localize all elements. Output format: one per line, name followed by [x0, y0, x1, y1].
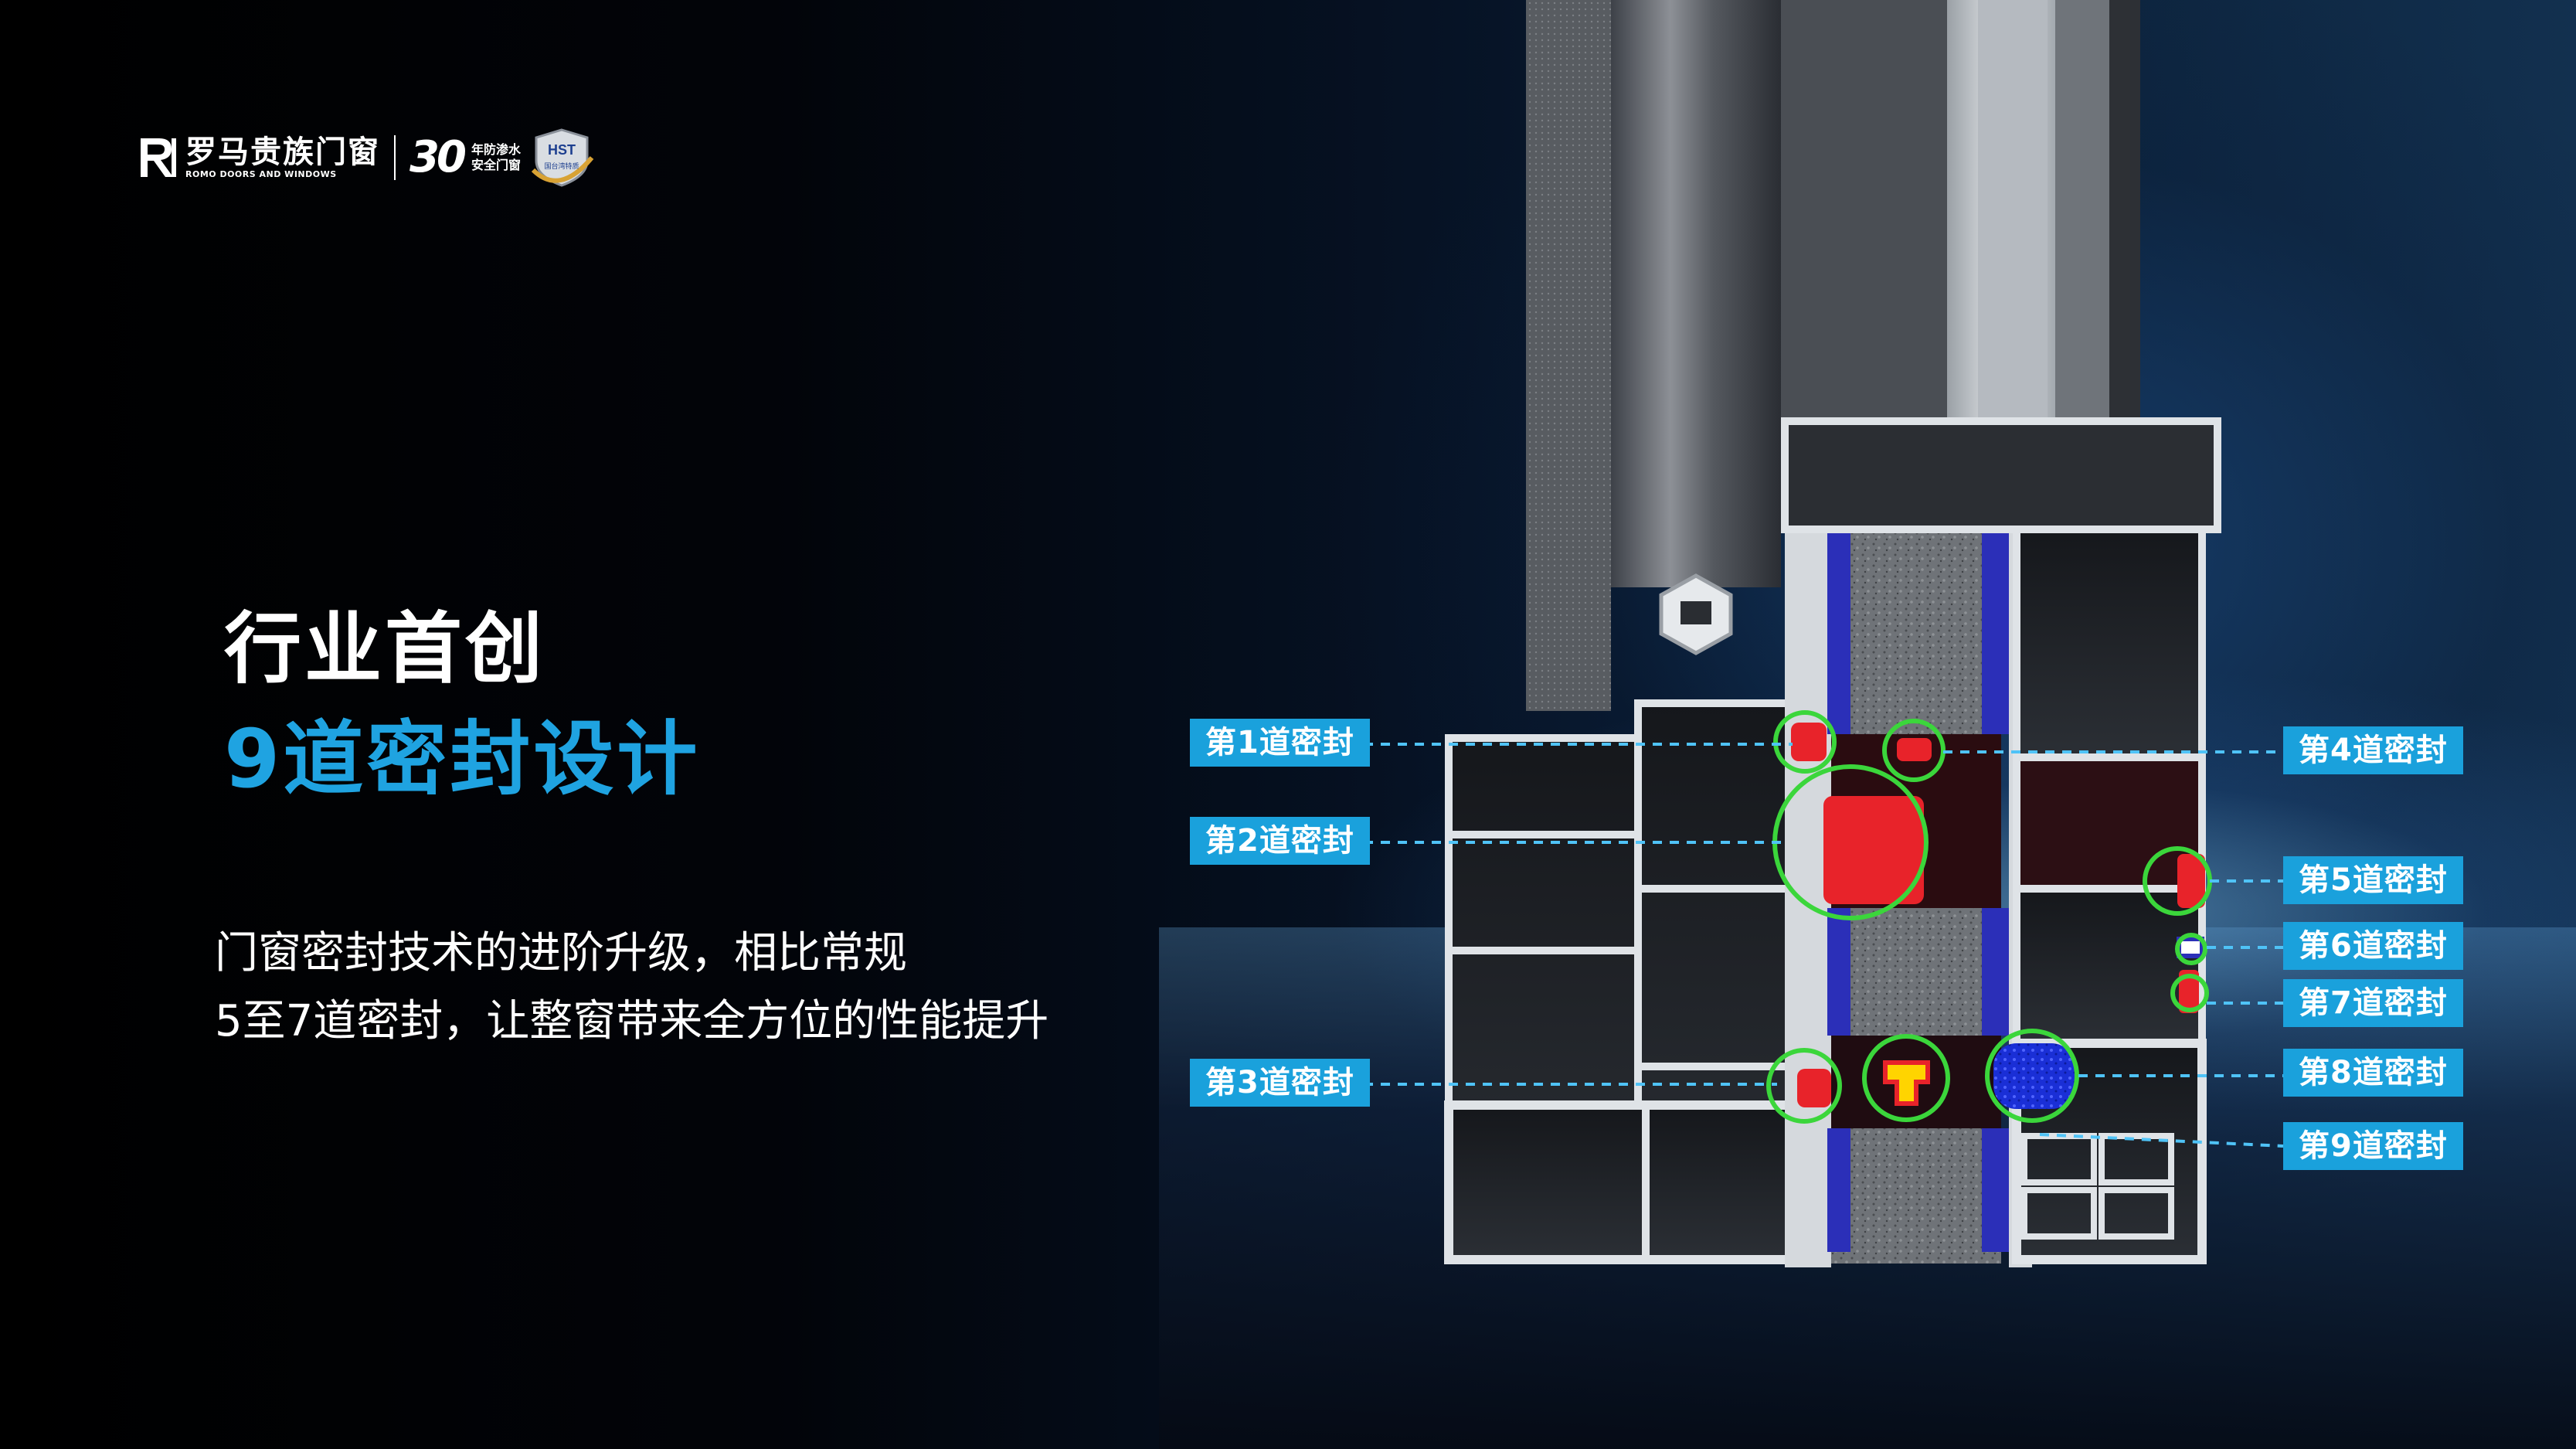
- hex-nut-slot: [1681, 601, 1711, 624]
- seal-5-label: 第5道密封: [2283, 856, 2463, 904]
- inner-frame-lower: [2013, 885, 2206, 1047]
- insulation-foam-bottom: [1831, 1128, 2001, 1264]
- glass-spacer-center: [1978, 0, 2048, 417]
- seal-6-circle: [2175, 933, 2207, 965]
- outer-frame-column: [1611, 0, 1781, 587]
- glass-spacer-right: [2055, 0, 2109, 433]
- glass-edge: [2109, 0, 2140, 433]
- hst-badge-icon: HST 国台湾特质: [531, 128, 594, 187]
- seal-7-label: 第7道密封: [2283, 979, 2463, 1027]
- insulation-foam-top: [1831, 526, 2001, 734]
- seal-4-label: 第4道密封: [2283, 726, 2463, 774]
- logo-divider: [394, 135, 396, 180]
- seal-1-circle: [1773, 710, 1837, 774]
- headline-title: 行业首创: [224, 604, 545, 694]
- inner-frame-upper: [2013, 522, 2206, 761]
- seal-3-label: 第3道密封: [1190, 1059, 1370, 1107]
- seal-center-circle: [1862, 1034, 1950, 1122]
- seal-strips: [1791, 723, 2205, 1107]
- description-line-2: 5至7道密封，让整窗带来全方位的性能提升: [215, 996, 1049, 1046]
- seal-3-strip: [1797, 1069, 1831, 1107]
- brand-name-en: ROMO DOORS AND WINDOWS: [185, 169, 337, 179]
- anniversary-number: 30: [410, 132, 467, 182]
- seal-6-label: 第6道密封: [2283, 922, 2463, 970]
- seal-highlight-circles: [1766, 710, 2212, 1124]
- brand-logo: 罗马贵族门窗 ROMO DOORS AND WINDOWS 30 年防渗水 安全…: [138, 127, 595, 189]
- bottom-rail-profile: [1444, 1100, 1809, 1264]
- seal-7-strip: [2179, 970, 2199, 1013]
- seal-8-circle: [1985, 1029, 2079, 1123]
- romo-logo-icon: [141, 138, 176, 177]
- seal-7-circle: [2170, 974, 2209, 1012]
- seal-1-strip: [1791, 723, 1827, 761]
- anniversary-line-2: 安全门窗: [471, 158, 521, 172]
- brand-name-cn: 罗马贵族门窗: [185, 134, 380, 170]
- gasket-rail-bottom: [1827, 1128, 2009, 1252]
- sash-head: [1781, 417, 2221, 533]
- seal-8-foam: [1993, 1043, 2075, 1109]
- inner-frame-mid: [2013, 753, 2206, 893]
- seal-1-label: 第1道密封: [1190, 719, 1370, 767]
- gasket-rail-middle: [1827, 908, 2009, 1036]
- insulation-foam-middle: [1831, 908, 2001, 1036]
- seal-9-label: 第9道密封: [2283, 1122, 2463, 1170]
- badge-text: HST: [548, 142, 576, 158]
- seal-4-strip: [1897, 738, 1932, 761]
- anniversary-line-1: 年防渗水: [471, 142, 521, 157]
- seal-5-strip: [2177, 854, 2205, 908]
- seal-yellow-insert: [1883, 1060, 1930, 1106]
- description: 门窗密封技术的进阶升级，相比常规 5至7道密封，让整窗带来全方位的性能提升: [215, 920, 1142, 1056]
- seal-8-label: 第8道密封: [2283, 1049, 2463, 1097]
- sash-column: [1781, 0, 1947, 433]
- seal-2-strip: [1823, 796, 1924, 904]
- insect-screen-panel: [1526, 0, 1611, 711]
- seal-3-circle: [1766, 1048, 1842, 1124]
- description-line-1: 门窗密封技术的进阶升级，相比常规: [215, 928, 907, 978]
- badge-sub-text: 国台湾特质: [544, 162, 579, 171]
- gasket-rail-top: [1827, 533, 2009, 734]
- seal-2-label: 第2道密封: [1190, 817, 1370, 865]
- leader-lines: [1364, 743, 2284, 1148]
- headline-subtitle: 9道密封设计: [224, 712, 701, 806]
